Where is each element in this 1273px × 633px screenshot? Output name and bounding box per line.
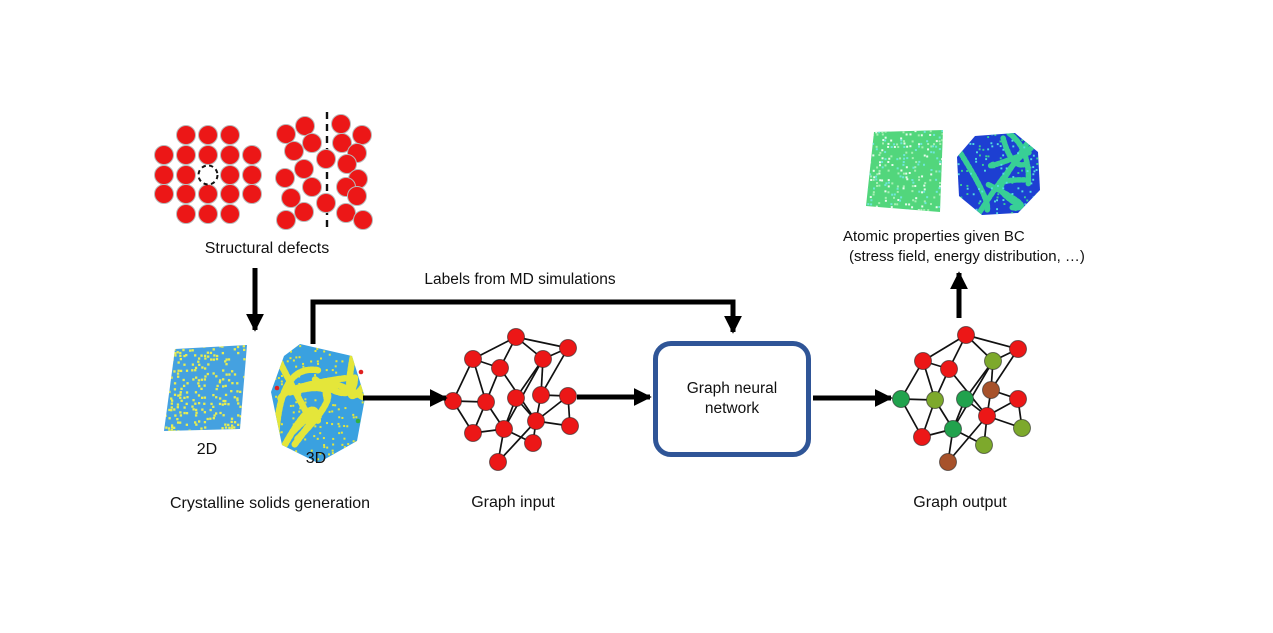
graph-output-label: Graph output <box>913 494 1007 511</box>
plane-stress <box>866 130 943 212</box>
atomic-properties-label: Atomic properties given BC (stress field… <box>843 227 1085 267</box>
md-simulations-label: Labels from MD simulations <box>424 271 616 288</box>
atomic-line1: Atomic properties given BC <box>843 228 1025 245</box>
2d-label: 2D <box>196 441 218 458</box>
structural-defects-label: Structural defects <box>204 240 330 257</box>
gnn-box: Graph neural network <box>653 341 811 457</box>
graph-output-figure <box>892 326 1031 471</box>
crystalline-label: Crystalline solids generation <box>169 495 371 512</box>
graph-input-label: Graph input <box>471 494 555 511</box>
plane-2d <box>164 345 247 431</box>
atomic-line2: (stress field, energy distribution, …) <box>849 248 1085 265</box>
gnn-label: Graph neural network <box>686 380 778 417</box>
defect-lattice-vacancy <box>154 125 262 224</box>
cube-3d <box>271 344 365 463</box>
3d-label: 3D <box>305 450 327 467</box>
graph-input-figure <box>444 328 579 471</box>
cube-output <box>957 133 1040 215</box>
md-labels-connector <box>310 299 742 344</box>
defect-grain-boundary <box>275 112 373 230</box>
